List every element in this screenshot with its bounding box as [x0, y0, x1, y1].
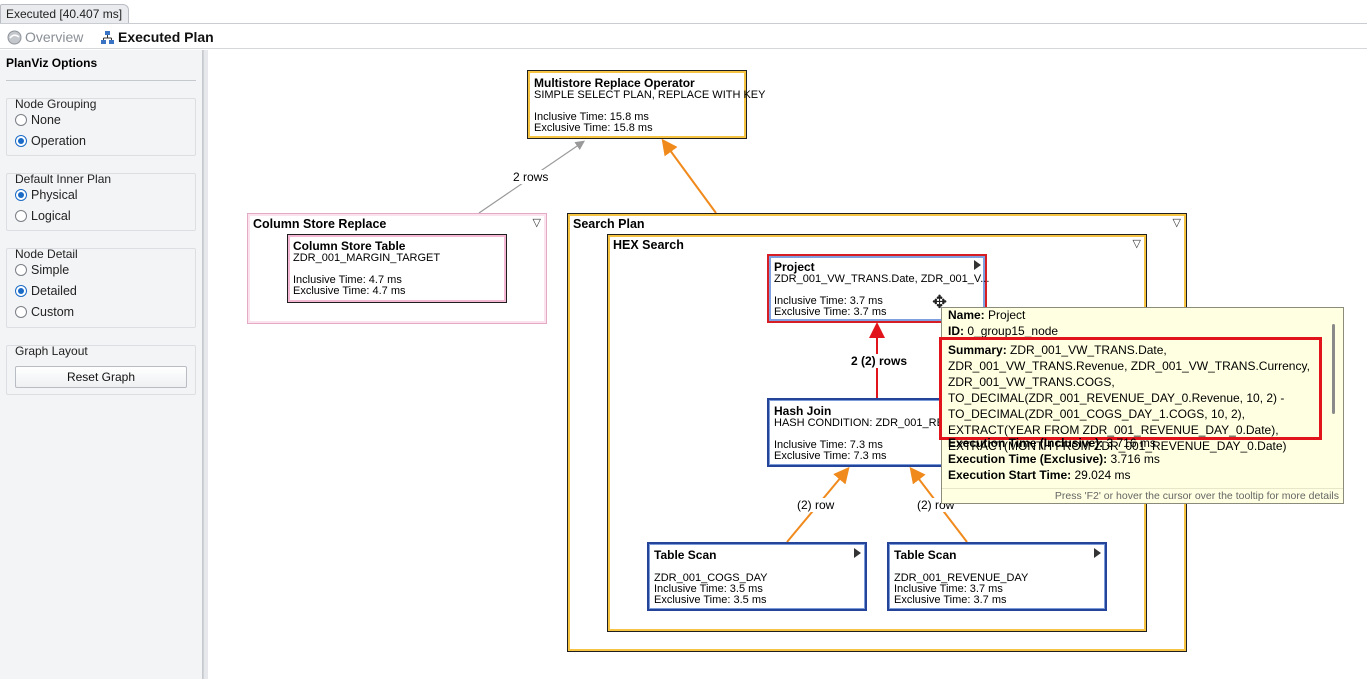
tooltip-name: Name: Project	[948, 308, 1026, 322]
node-exclusive-time: Exclusive Time: 4.7 ms	[293, 285, 406, 297]
node-exclusive-time: Exclusive Time: 3.7 ms	[774, 306, 887, 318]
node-inclusive-time: Inclusive Time: 4.7 ms	[293, 274, 402, 286]
expand-arrow-icon[interactable]	[1094, 548, 1101, 558]
column-store-table-node[interactable]: Column Store Table ZDR_001_MARGIN_TARGET…	[287, 234, 507, 303]
graph-layout-label: Graph Layout	[15, 344, 88, 358]
plan-tree-icon	[101, 30, 114, 44]
node-title: Table Scan	[654, 548, 717, 562]
edge-label-project-rows: 2 (2) rows	[850, 354, 909, 368]
scroll-thumb[interactable]	[1332, 324, 1335, 414]
edge-search-to-multistore	[661, 138, 717, 214]
node-exclusive-time: Exclusive Time: 3.7 ms	[894, 594, 1007, 606]
overview-label: Overview	[25, 29, 84, 45]
radio-physical[interactable]: Physical	[15, 188, 78, 202]
planviz-options-panel: PlanViz Options Node Grouping None Opera…	[0, 50, 208, 679]
tooltip-scrollbar[interactable]	[1327, 320, 1341, 488]
tab-executed[interactable]: Executed [40.407 ms]	[0, 4, 130, 24]
group-title: Search Plan	[573, 217, 645, 231]
graph-layout-group: Graph Layout Reset Graph	[6, 344, 196, 395]
node-detail: ZDR_001_REVENUE_DAY	[894, 572, 1029, 584]
tooltip-exec-start: Execution Start Time: 29.024 ms	[948, 468, 1131, 482]
node-inclusive-time: Inclusive Time: 3.7 ms	[894, 583, 1003, 595]
editor-tabstrip: Executed [40.407 ms]	[0, 0, 1367, 24]
move-cursor-icon: ✥	[932, 292, 948, 312]
collapse-triangle-icon[interactable]: ▽	[532, 217, 541, 229]
radio-logical[interactable]: Logical	[15, 209, 71, 223]
column-store-replace-group[interactable]: Column Store Replace ▽	[247, 213, 547, 324]
radio-grouping-operation[interactable]: Operation	[15, 134, 86, 148]
reset-graph-button[interactable]: Reset Graph	[15, 366, 187, 388]
node-tooltip[interactable]: Name: Project ID: 0_group15_node Summary…	[939, 307, 1344, 504]
group-title: Column Store Replace	[253, 217, 387, 231]
overview-icon	[7, 30, 22, 44]
divider	[6, 80, 196, 81]
node-inclusive-time: Inclusive Time: 3.5 ms	[654, 583, 763, 595]
expand-arrow-icon[interactable]	[854, 548, 861, 558]
options-title: PlanViz Options	[6, 56, 98, 70]
node-detail-label: Node Detail	[15, 247, 78, 261]
panel-splitter[interactable]	[203, 50, 208, 679]
radio-custom[interactable]: Custom	[15, 305, 74, 319]
executed-plan-tab[interactable]: Executed Plan	[100, 29, 214, 45]
expand-arrow-icon[interactable]	[974, 260, 981, 270]
node-detail-group: Node Detail Simple Detailed Custom	[6, 247, 196, 328]
table-scan-cogs-node[interactable]: Table Scan ZDR_001_COGS_DAY Inclusive Ti…	[647, 542, 867, 611]
collapse-triangle-icon[interactable]: ▽	[1172, 217, 1181, 229]
node-detail: HASH CONDITION: ZDR_001_REV	[774, 417, 952, 429]
node-inclusive-time: Inclusive Time: 7.3 ms	[774, 439, 883, 451]
node-exclusive-time: Exclusive Time: 15.8 ms	[534, 122, 653, 134]
node-detail: ZDR_001_VW_TRANS.Date, ZDR_001_V...	[774, 273, 990, 285]
overview-tab[interactable]: Overview	[7, 29, 83, 45]
radio-simple[interactable]: Simple	[15, 263, 69, 277]
view-switch-bar: Overview Executed Plan	[0, 25, 1367, 49]
node-exclusive-time: Exclusive Time: 7.3 ms	[774, 450, 887, 462]
node-title: Column Store Table	[293, 239, 406, 253]
radio-detailed[interactable]: Detailed	[15, 284, 77, 298]
executed-plan-label: Executed Plan	[118, 29, 214, 45]
node-exclusive-time: Exclusive Time: 3.5 ms	[654, 594, 767, 606]
tooltip-hint: Press 'F2' or hover the cursor over the …	[942, 488, 1343, 503]
radio-grouping-none[interactable]: None	[15, 113, 61, 127]
tooltip-summary-highlight: Summary: ZDR_001_VW_TRANS.Date, ZDR_001_…	[939, 337, 1322, 453]
node-title: Multistore Replace Operator	[534, 76, 695, 90]
collapse-triangle-icon[interactable]: ▽	[1132, 238, 1141, 250]
tooltip-exec-inclusive: Execution Time (Inclusive): 3.716 ms	[948, 436, 1156, 450]
tooltip-exec-exclusive: Execution Time (Exclusive): 3.716 ms	[948, 452, 1160, 466]
edge-label-2-rows: 2 rows	[512, 170, 550, 184]
node-detail: SIMPLE SELECT PLAN, REPLACE WITH KEY	[534, 89, 766, 101]
default-inner-plan-group: Default Inner Plan Physical Logical	[6, 172, 196, 231]
edge-label-cogs-rows: (2) row	[796, 498, 836, 512]
table-scan-revenue-node[interactable]: Table Scan ZDR_001_REVENUE_DAY Inclusive…	[887, 542, 1107, 611]
node-title: Table Scan	[894, 548, 957, 562]
node-detail: ZDR_001_COGS_DAY	[654, 572, 768, 584]
node-title: Hash Join	[774, 404, 832, 418]
tooltip-id: ID: 0_group15_node	[948, 324, 1059, 338]
node-grouping-group: Node Grouping None Operation	[6, 97, 196, 156]
node-grouping-label: Node Grouping	[15, 97, 97, 111]
tooltip-summary: Summary: ZDR_001_VW_TRANS.Date, ZDR_001_…	[948, 343, 1310, 453]
multistore-replace-node[interactable]: Multistore Replace Operator SIMPLE SELEC…	[527, 70, 766, 139]
group-title: HEX Search	[613, 238, 684, 252]
node-detail: ZDR_001_MARGIN_TARGET	[293, 252, 441, 264]
node-title: Project	[774, 260, 815, 274]
default-inner-plan-label: Default Inner Plan	[15, 172, 112, 186]
node-inclusive-time: Inclusive Time: 3.7 ms	[774, 295, 883, 307]
node-inclusive-time: Inclusive Time: 15.8 ms	[534, 111, 649, 123]
